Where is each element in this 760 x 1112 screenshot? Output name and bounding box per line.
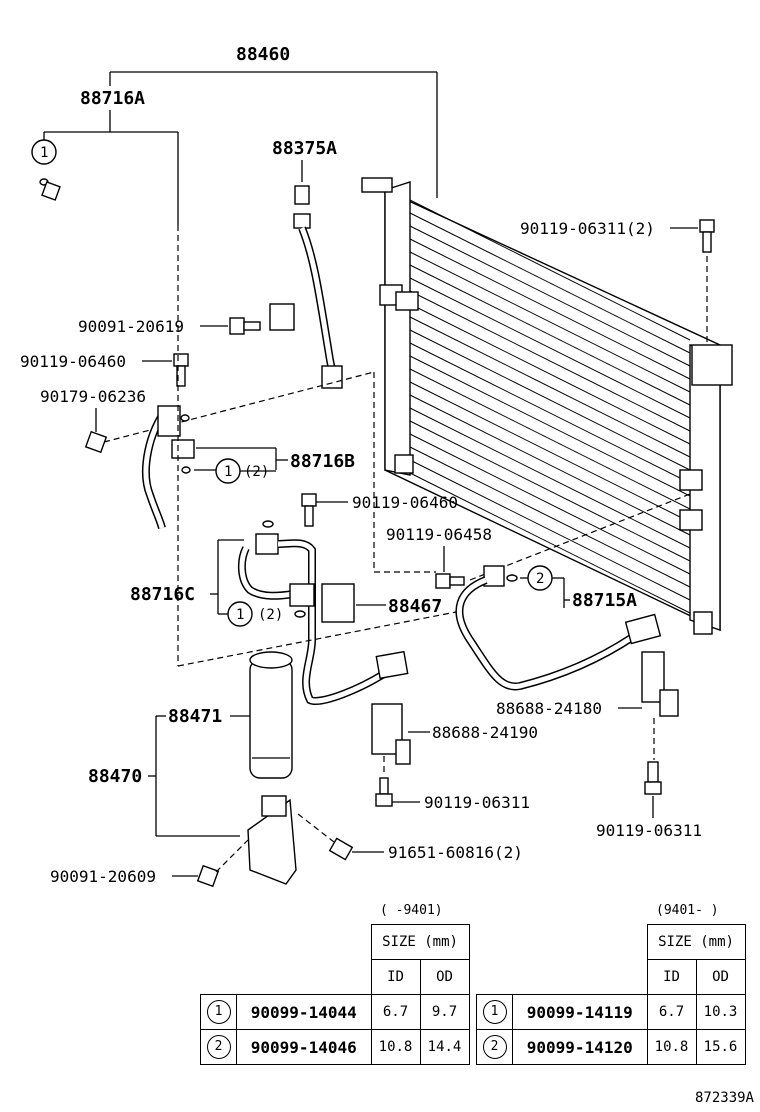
size-id: 6.7: [370, 994, 421, 1030]
condenser-fin: [409, 394, 691, 536]
dryer-bracket: [247, 795, 297, 885]
label-90091-20609: 90091-20609: [50, 867, 156, 886]
col-od: OD: [695, 959, 746, 995]
condenser-fin: [409, 368, 691, 510]
label-88467: 88467: [388, 596, 442, 617]
condenser-fin: [409, 329, 691, 471]
condenser-fin: [409, 199, 691, 341]
diagram-code: 872339A: [694, 1090, 754, 1106]
label-88715A: 88715A: [572, 590, 637, 611]
label-88471: 88471: [168, 706, 222, 727]
condenser-fin: [409, 264, 691, 406]
condenser-fin: [409, 212, 691, 354]
oring-ref-2c-text: 2: [536, 571, 544, 587]
label-90119-06311-2: 90119-06311(2): [520, 219, 655, 238]
condenser-fin: [409, 342, 691, 484]
label-88375A: 88375A: [272, 138, 337, 159]
size-od: 10.3: [695, 994, 746, 1030]
condenser-fin: [409, 225, 691, 367]
size-id: 10.8: [370, 1029, 421, 1065]
size-od: 14.4: [419, 1029, 470, 1065]
col-id: ID: [646, 959, 697, 995]
size-id: 6.7: [646, 994, 697, 1030]
row-ref: 1: [206, 1000, 231, 1024]
condenser-fin: [409, 446, 691, 588]
label-88688-24190: 88688-24190: [432, 723, 538, 742]
dryer-88471: [249, 651, 293, 779]
part-88467: [321, 583, 355, 623]
condenser-fin: [409, 472, 691, 614]
col-od: OD: [419, 959, 470, 995]
label-90119-06311-mid: 90119-06311: [424, 793, 530, 812]
label-90179-06236: 90179-06236: [40, 387, 146, 406]
label-90119-06460-mid: 90119-06460: [352, 493, 458, 512]
table-row: 2 90099-14120 10.8 15.6: [476, 1029, 746, 1065]
oring-ref-2-text: (2): [244, 464, 269, 480]
oring-table-1: SIZE (mm) ID OD 1 90099-14044 6.7 9.7 2 …: [200, 924, 470, 1065]
part-number: 90099-14044: [236, 994, 372, 1030]
table-row: 1 90099-14044 6.7 9.7: [200, 994, 470, 1030]
oring-table-2: SIZE (mm) ID OD 1 90099-14119 6.7 10.3 2…: [476, 924, 746, 1065]
label-90119-06311-right: 90119-06311: [596, 821, 702, 840]
valve-88375A: [294, 185, 310, 205]
oring-ref-2b-text: (2): [258, 607, 283, 623]
condenser-fin: [409, 420, 691, 562]
bracket-88688-24180: [641, 651, 665, 703]
oring-ref-1c-text: 1: [236, 607, 244, 623]
table-row: 2 90099-14046 10.8 14.4: [200, 1029, 470, 1065]
condenser-fin: [409, 290, 691, 432]
row-ref: 2: [482, 1035, 507, 1059]
label-90091-20619: 90091-20619: [78, 317, 184, 336]
condenser-fin: [409, 303, 691, 445]
col-id: ID: [370, 959, 421, 995]
oring-ref-circle-1: [31, 139, 57, 165]
size-od: 15.6: [695, 1029, 746, 1065]
table-row: 1 90099-14119 6.7 10.3: [476, 994, 746, 1030]
label-91651-60816: 91651-60816(2): [388, 843, 523, 862]
label-90119-06460-top: 90119-06460: [20, 352, 126, 371]
condenser-fin: [409, 381, 691, 523]
condenser-fin: [409, 238, 691, 380]
label-88688-24180: 88688-24180: [496, 699, 602, 718]
condenser-fin: [409, 355, 691, 497]
part-number: 90099-14119: [512, 994, 648, 1030]
table1-range: ( -9401): [380, 903, 443, 918]
size-id: 10.8: [646, 1029, 697, 1065]
label-88470: 88470: [88, 766, 142, 787]
oring-ref-1b-text: 1: [224, 464, 232, 480]
part-number: 90099-14046: [236, 1029, 372, 1065]
label-88460: 88460: [236, 44, 290, 65]
part-number: 90099-14120: [512, 1029, 648, 1065]
label-90119-06458: 90119-06458: [386, 525, 492, 544]
row-ref: 2: [206, 1035, 231, 1059]
condenser-fin: [409, 277, 691, 419]
oring-ref-1-text: 1: [40, 145, 48, 161]
table2-range: (9401- ): [656, 903, 719, 918]
condenser-fin: [409, 407, 691, 549]
size-od: 9.7: [419, 994, 470, 1030]
condenser-fin: [409, 316, 691, 458]
label-88716A: 88716A: [80, 88, 145, 109]
size-header: SIZE (mm): [370, 924, 470, 960]
condenser-fin: [409, 433, 691, 575]
condenser-fin: [409, 459, 691, 601]
size-header: SIZE (mm): [646, 924, 746, 960]
condenser-fin: [409, 251, 691, 393]
label-88716C: 88716C: [130, 584, 195, 605]
row-ref: 1: [482, 1000, 507, 1024]
oring-ref-circle-1c: [227, 601, 253, 627]
label-88716B: 88716B: [290, 451, 355, 472]
condenser: [361, 177, 733, 635]
